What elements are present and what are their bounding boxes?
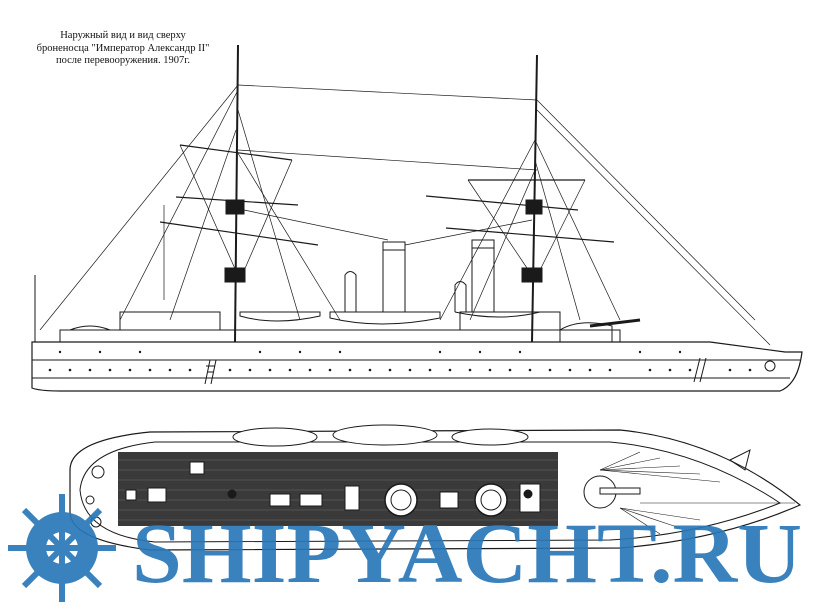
plan-fwd-gun (599, 487, 641, 495)
plan-funnel-aft (384, 483, 418, 517)
boat-2 (329, 311, 441, 325)
portholes (48, 350, 752, 372)
caption-line-3: после перевооружения. 1907г. (56, 55, 190, 66)
drawing-caption: Наружный вид и вид сверху броненосца "Им… (18, 30, 228, 68)
main-mast (234, 44, 239, 343)
aft-gun-mount (69, 325, 111, 331)
hatches (125, 461, 541, 513)
ventilator-left (344, 271, 357, 312)
fore-mast (531, 54, 538, 343)
hawse-anchor (764, 360, 776, 372)
boat-1 (239, 311, 321, 322)
plan-anchor (729, 449, 751, 471)
helm-wheel-icon (8, 494, 116, 602)
upper-deck-bulwark (59, 329, 621, 343)
foredeck-planking (599, 451, 795, 535)
plan-boat-3 (451, 428, 529, 446)
plan-funnel-fwd (474, 483, 508, 517)
watermark-text: SHIPYACHT.RU (132, 505, 802, 601)
funnel-aft (382, 241, 406, 313)
accommodation-ladder-aft (204, 359, 217, 385)
shipyacht-watermark-logo: SHIPYACHT.RU (8, 494, 802, 602)
boat-3 (454, 311, 541, 318)
plan-funnel-fwd-inner (480, 489, 502, 511)
caption-line-2: броненосца "Император Александр II" (36, 42, 210, 54)
fwd-gun-barrel (589, 318, 641, 328)
accommodation-ladder-fwd (693, 357, 707, 383)
plan-aft-light (85, 495, 95, 505)
aft-superstructure (119, 311, 221, 331)
plan-funnel-aft-inner (390, 489, 412, 511)
plan-boat-1 (232, 427, 318, 447)
plan-aft-capstan (91, 465, 105, 479)
plan-boat-2 (332, 424, 438, 446)
fwd-gun-mount (559, 322, 613, 343)
ventilator-right (454, 281, 467, 312)
hull-plan-outline (69, 429, 802, 551)
funnel-fwd (471, 239, 495, 313)
fwd-superstructure (459, 311, 561, 331)
caption-line-1: Наружный вид и вид сверху (60, 30, 186, 41)
rigging (39, 84, 771, 346)
side-profile (31, 44, 803, 392)
plan-view (69, 424, 802, 551)
plan-main-mast (227, 489, 237, 499)
plan-fore-mast (523, 489, 533, 499)
hull-side (31, 341, 803, 392)
main-fighting-top (225, 199, 245, 215)
